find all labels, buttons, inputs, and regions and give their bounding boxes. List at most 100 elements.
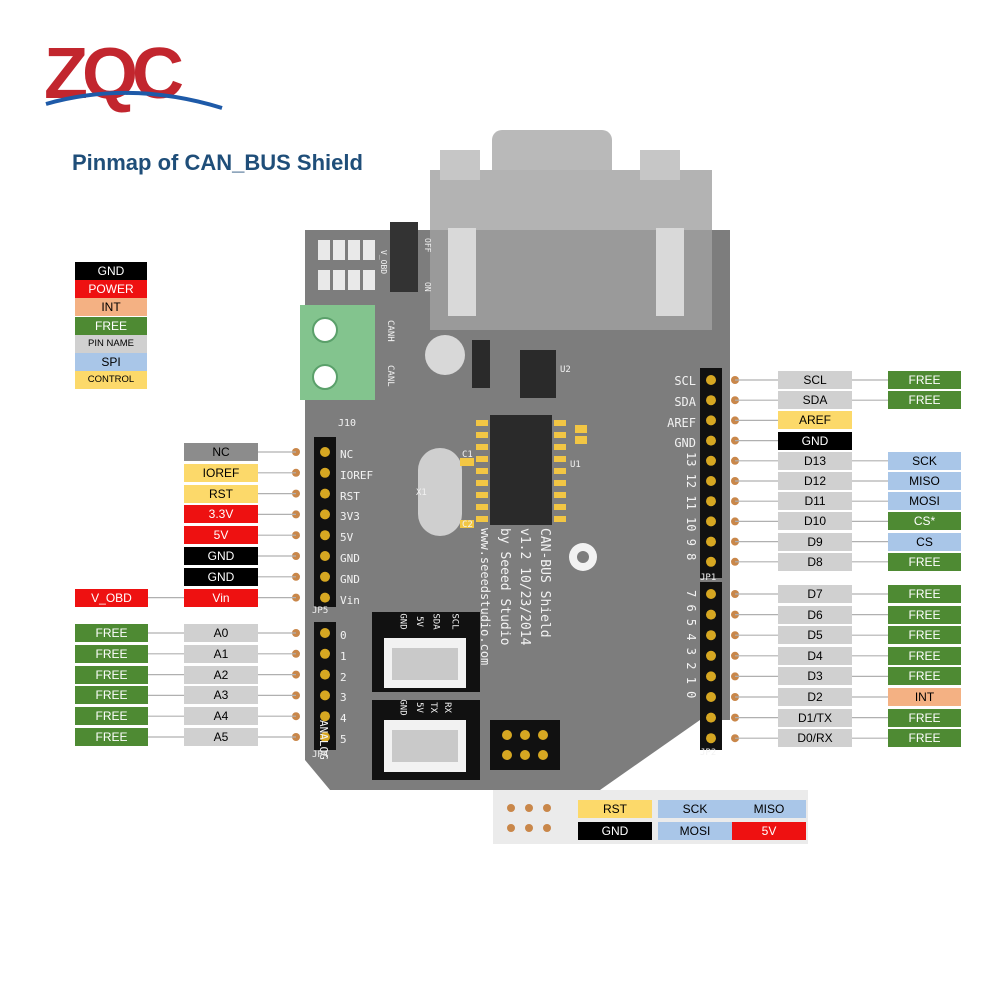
silk-label: AREF <box>667 415 696 430</box>
electrolytic-capacitor <box>425 335 465 375</box>
u1-chip <box>490 415 552 525</box>
power-pin-3.3v: 3.3V <box>184 505 258 524</box>
crystal-x1 <box>418 448 462 536</box>
power-pin-nc: NC <box>184 443 258 461</box>
header-pin <box>320 447 330 457</box>
pin-func-d5: FREE <box>888 626 961 645</box>
pin-name-scl: SCL <box>778 371 852 389</box>
silk-x1: X1 <box>416 488 427 498</box>
header-pin <box>706 692 716 702</box>
pin-name-d1-tx: D1/TX <box>778 708 852 727</box>
header-pin <box>706 455 716 466</box>
header-pin <box>320 509 330 520</box>
silk-label: 1 <box>340 649 347 663</box>
header-pin <box>320 592 330 603</box>
pin-name-d10: D10 <box>778 512 852 531</box>
header-pin <box>320 711 330 722</box>
header-pin <box>706 556 716 567</box>
header-pin <box>320 488 330 499</box>
header-pin <box>706 375 716 385</box>
silk-label: TX <box>428 702 439 713</box>
pin-name-d3: D3 <box>778 667 852 686</box>
silk-label: RX <box>441 702 452 713</box>
silk-label: Vin <box>340 593 360 607</box>
header-pin <box>320 467 330 478</box>
pin-func-d1-tx: FREE <box>888 708 961 727</box>
pin-func-sda: FREE <box>888 391 961 410</box>
silk-v-obd: V_OBD <box>379 250 388 275</box>
header-pin <box>706 395 716 406</box>
silk-label: GND <box>340 572 360 586</box>
silk-right-top-labels: SCL SDA AREF GND <box>658 371 696 454</box>
pin-name-d6: D6 <box>778 605 852 624</box>
header-pin <box>320 669 330 680</box>
icsp-miso: MISO <box>732 800 806 818</box>
silk-by-seeed: by Seeed Studio <box>497 528 512 646</box>
silk-label: GND <box>674 436 696 451</box>
silk-uart-pins: GND 5V TX RX <box>394 699 474 716</box>
power-pin-ioref: IOREF <box>184 463 258 482</box>
silk-canh: CANH <box>385 320 395 342</box>
silk-label: GND <box>397 699 408 716</box>
analog-func-label: FREE <box>75 644 148 663</box>
zqc-logo: ZQC <box>44 34 223 114</box>
silk-jp2: JP2 <box>700 748 717 758</box>
silk-j10: J10 <box>338 418 357 429</box>
analog-pin-a0: A0 <box>184 624 258 642</box>
pin-name-aref: AREF <box>778 411 852 430</box>
silk-label: 0 <box>340 629 347 642</box>
header-pin <box>706 671 716 682</box>
legend-control: CONTROL <box>75 371 147 390</box>
header-pin <box>320 690 330 701</box>
pin-func-scl: FREE <box>888 371 961 389</box>
terminal-block <box>300 305 375 400</box>
power-pin-gnd: GND <box>184 547 258 565</box>
header-pin <box>706 516 716 527</box>
logo-text: ZQC <box>44 34 183 114</box>
v-obd-label: V_OBD <box>75 588 148 607</box>
silk-label: 4 <box>340 712 347 726</box>
icsp-mosi: MOSI <box>658 822 732 840</box>
header-pin <box>320 551 330 561</box>
icsp-5v: 5V <box>732 822 806 840</box>
pin-name-sda: SDA <box>778 391 852 410</box>
pin-func-d11: MOSI <box>888 492 961 511</box>
silk-label: GND <box>397 613 408 630</box>
silk-power-labels: NC IOREF RST 3V3 5V GND GND Vin <box>340 445 390 611</box>
jp4-header <box>314 622 336 750</box>
header-pin <box>706 415 716 426</box>
power-pin-5v: 5V <box>184 526 258 545</box>
pin-func-d2: INT <box>888 688 961 706</box>
pin-name-d5: D5 <box>778 626 852 645</box>
pin-func-d8: FREE <box>888 552 961 571</box>
silk-product-name: CAN-BUS Shield <box>537 528 552 638</box>
silk-i2c-pins: GND 5V SDA SCL <box>394 613 474 630</box>
silk-label: 3V3 <box>340 510 360 524</box>
legend-pin: PIN NAME <box>75 334 147 353</box>
silk-label: 5V <box>340 531 354 545</box>
silk-label: SCL <box>674 374 696 388</box>
db9-screw-left <box>448 228 476 316</box>
header-pin <box>706 476 716 486</box>
pin-name-d12: D12 <box>778 472 852 490</box>
silk-label: SDA <box>430 613 441 630</box>
pin-name-d7: D7 <box>778 585 852 603</box>
header-pin <box>706 589 716 599</box>
silk-c2: C2 <box>462 520 473 530</box>
analog-pin-a3: A3 <box>184 686 258 705</box>
db9-shell <box>492 130 612 180</box>
analog-pin-a2: A2 <box>184 665 258 684</box>
pin-func-d0-rx: FREE <box>888 729 961 748</box>
silk-label: NC <box>340 448 354 461</box>
pin-func-d3: FREE <box>888 667 961 686</box>
silk-right-bottom-numbers: 7 6 5 4 3 2 1 0 <box>684 590 698 699</box>
header-pin <box>320 571 330 582</box>
pin-name-d9: D9 <box>778 532 852 551</box>
analog-func-label: FREE <box>75 707 148 726</box>
pin-func-d10: CS* <box>888 512 961 531</box>
silk-label: IOREF <box>340 468 374 482</box>
silk-label: 2 <box>340 670 347 684</box>
pin-func-d9: CS <box>888 532 961 551</box>
analog-pin-a1: A1 <box>184 644 258 663</box>
